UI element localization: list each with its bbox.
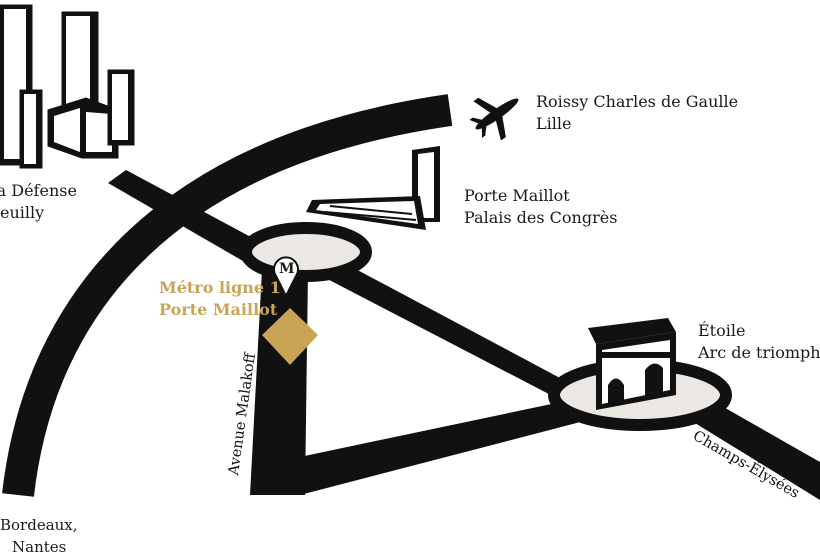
south-label: Bordeaux, Nantes <box>0 514 78 558</box>
road-neuilly <box>108 170 275 272</box>
metro-label: Métro ligne 1 Porte Maillot <box>159 277 281 321</box>
airport-label: Roissy Charles de Gaulle Lille <box>536 91 738 135</box>
airplane-icon <box>469 97 519 141</box>
metro-line2: Porte Maillot <box>159 300 278 319</box>
porte-maillot-line1: Porte Maillot <box>464 186 570 205</box>
south-line1: Bordeaux, <box>0 516 78 534</box>
skyscrapers-icon <box>0 4 135 169</box>
etoile-line2: Arc de triomphe <box>698 343 820 362</box>
south-line2: Nantes <box>12 538 67 556</box>
metro-badge-letter: M <box>279 261 295 277</box>
road-foch <box>295 398 588 495</box>
roundabout-porte-maillot <box>240 222 372 282</box>
airport-line2: Lille <box>536 114 572 133</box>
airport-line1: Roissy Charles de Gaulle <box>536 92 739 111</box>
la-defense-line2: Neuilly <box>0 203 45 222</box>
porte-maillot-label: Porte Maillot Palais des Congrès <box>464 185 617 229</box>
porte-maillot-line2: Palais des Congrès <box>464 208 618 227</box>
etoile-label: Étoile Arc de triomphe <box>698 320 820 364</box>
la-defense-label: La Défense Neuilly <box>0 180 77 224</box>
metro-line1: Métro ligne 1 <box>159 278 281 297</box>
palais-des-congres-icon <box>306 146 440 230</box>
metro-pin-icon <box>273 256 299 299</box>
etoile-line1: Étoile <box>698 321 746 340</box>
hotel-diamond-icon <box>262 308 318 365</box>
arc-de-triomphe-icon <box>588 318 676 410</box>
road-grande-armee <box>310 250 570 405</box>
peripherique-ring <box>2 94 453 497</box>
la-defense-line1: La Défense <box>0 181 77 200</box>
